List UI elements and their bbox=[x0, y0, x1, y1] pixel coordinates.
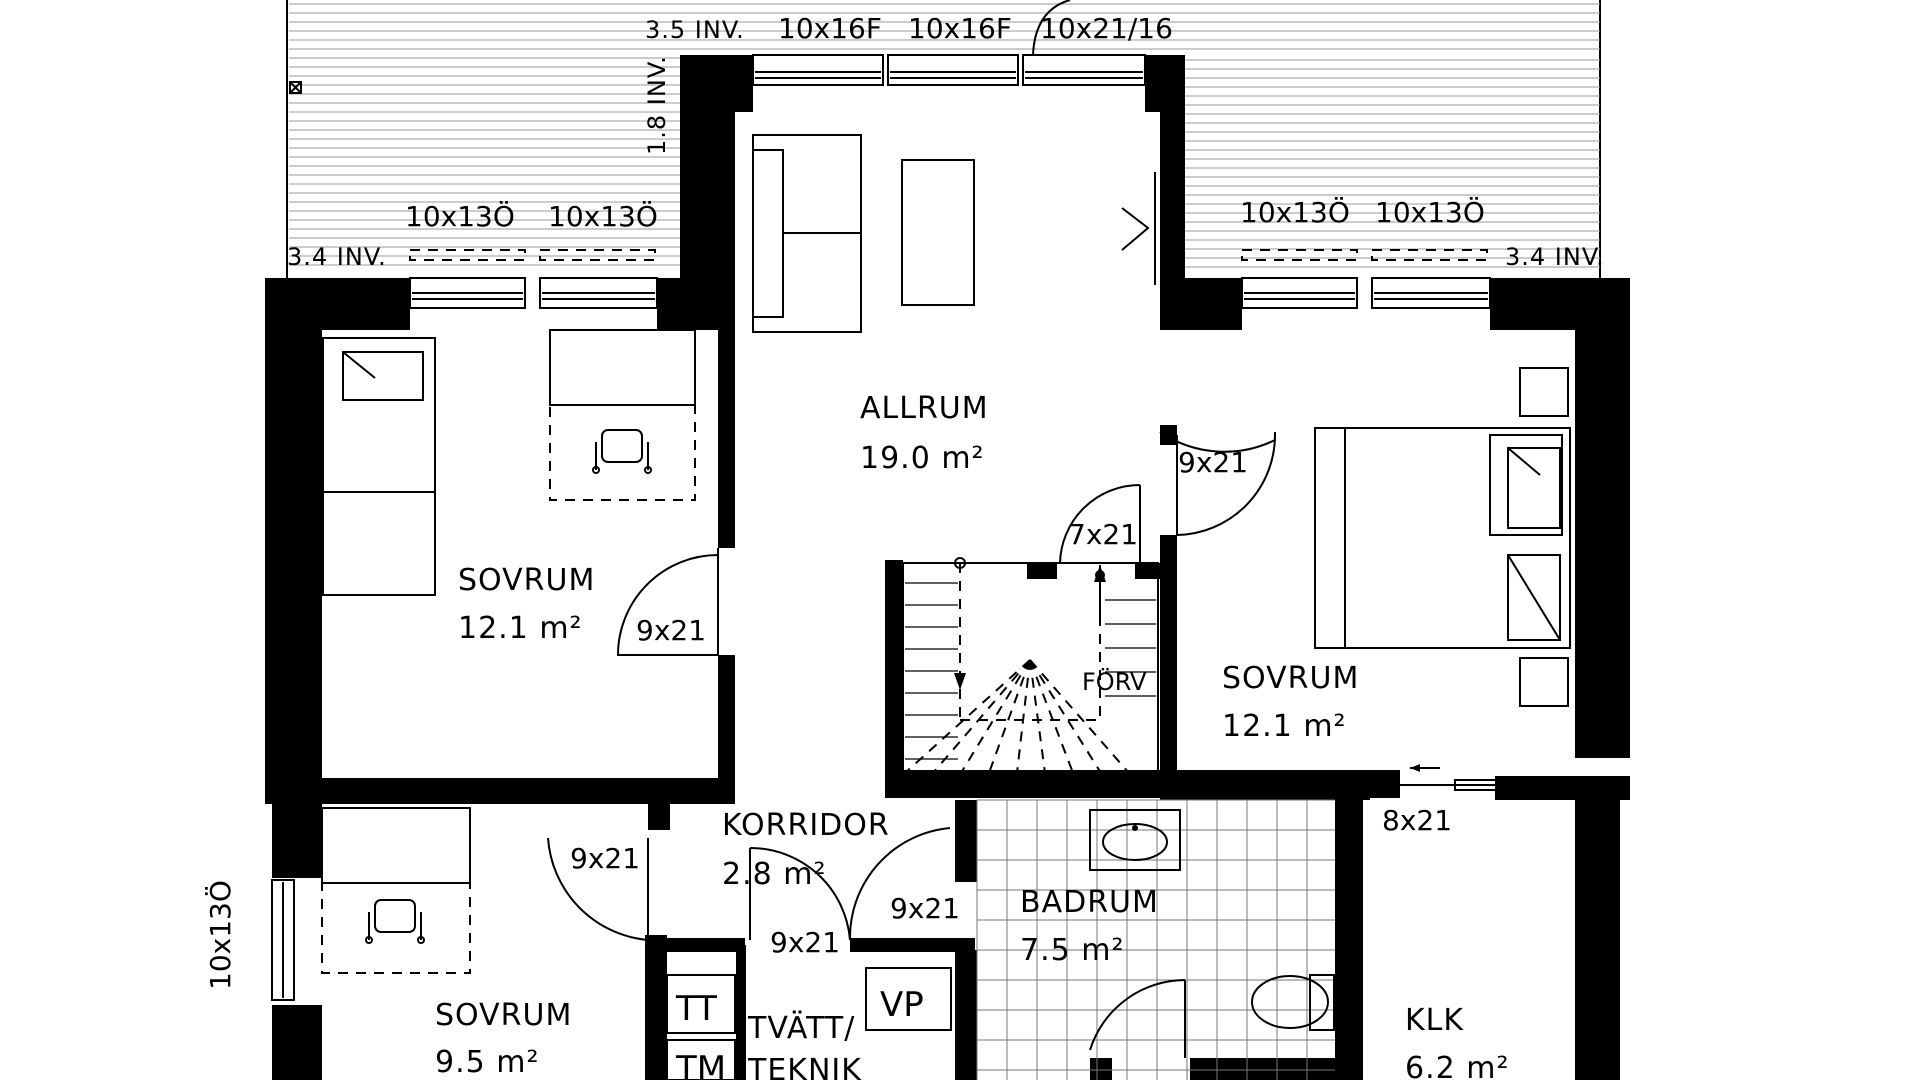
window-label-side: 10x13Ö bbox=[203, 880, 237, 990]
room-name-teknik: TEKNIK bbox=[747, 1053, 862, 1080]
nightstand-bottom bbox=[1519, 657, 1569, 707]
walls bbox=[265, 55, 1630, 1080]
room-area-sovrum-right: 12.1 m² bbox=[1222, 709, 1347, 744]
inv-top-label: 3.5 INV. bbox=[645, 16, 745, 44]
room-name-forv: FÖRV bbox=[1082, 667, 1147, 696]
room-name-sovrum-small: SOVRUM bbox=[435, 998, 572, 1033]
room-name-allrum: ALLRUM bbox=[860, 391, 989, 426]
door-label-right-bedroom: 9x21 bbox=[1178, 446, 1248, 479]
bed-double bbox=[1314, 427, 1571, 649]
room-name-klk: KLK bbox=[1405, 1003, 1464, 1038]
window-label-right-1: 10x13Ö bbox=[1240, 195, 1350, 229]
windows bbox=[271, 0, 1491, 1001]
furniture bbox=[321, 134, 1571, 974]
staircase bbox=[902, 557, 1159, 776]
doors bbox=[547, 172, 1520, 1058]
toilet-icon bbox=[1251, 974, 1335, 1031]
window-label-top-2: 10x16F bbox=[908, 12, 1012, 45]
inv-vertical-label: 1.8 INV. bbox=[643, 55, 671, 155]
window-label-left-1: 10x13Ö bbox=[405, 199, 515, 233]
window-label-top-3: 10x21/16 bbox=[1040, 12, 1173, 45]
balcony-top bbox=[286, 0, 1601, 278]
window-right-1 bbox=[1241, 277, 1358, 309]
coffee-table bbox=[901, 159, 975, 306]
door-label-bath: 9x21 bbox=[890, 892, 960, 925]
room-area-sovrum-small: 9.5 m² bbox=[435, 1045, 540, 1080]
tm-label: TM bbox=[675, 1049, 726, 1080]
room-area-allrum: 19.0 m² bbox=[860, 441, 985, 476]
door-label-small-bedroom: 9x21 bbox=[570, 842, 640, 875]
sink-icon bbox=[1089, 809, 1181, 871]
room-name-sovrum-left: SOVRUM bbox=[458, 563, 595, 598]
door-label-klk: 8x21 bbox=[1382, 804, 1452, 837]
window-left-1 bbox=[409, 277, 526, 309]
door-label-stair: 7x21 bbox=[1068, 518, 1138, 551]
window-label-top-1: 10x16F bbox=[778, 12, 882, 45]
tt-label: TT bbox=[675, 989, 717, 1029]
window-right-2 bbox=[1371, 277, 1491, 309]
sofa bbox=[752, 134, 862, 333]
window-top-2 bbox=[887, 54, 1019, 86]
nightstand-top bbox=[1519, 367, 1569, 417]
window-side bbox=[271, 879, 295, 1001]
door-label-laundry: 9x21 bbox=[770, 926, 840, 959]
desk-small bbox=[321, 807, 471, 974]
chair-icon bbox=[365, 899, 425, 944]
window-top-3 bbox=[1022, 54, 1146, 86]
inv-right-label: 3.4 INV. bbox=[1505, 243, 1605, 271]
door-label-left-bedroom: 9x21 bbox=[636, 614, 706, 647]
room-name-tvatt: TVÄTT/ bbox=[747, 1010, 855, 1046]
inv-left-label: 3.4 INV. bbox=[287, 243, 387, 271]
vp-label: VP bbox=[880, 985, 924, 1025]
room-name-badrum: BADRUM bbox=[1020, 885, 1159, 920]
room-name-sovrum-right: SOVRUM bbox=[1222, 661, 1359, 696]
bed-single bbox=[322, 337, 436, 596]
window-label-right-2: 10x13Ö bbox=[1375, 195, 1485, 229]
window-left-2 bbox=[539, 277, 658, 309]
window-top-1 bbox=[752, 54, 884, 86]
chair-icon bbox=[592, 429, 652, 474]
room-name-korridor: KORRIDOR bbox=[722, 808, 890, 843]
room-area-sovrum-left: 12.1 m² bbox=[458, 611, 583, 646]
room-area-klk: 6.2 m² bbox=[1405, 1051, 1510, 1080]
desk bbox=[549, 329, 696, 501]
room-area-badrum: 7.5 m² bbox=[1020, 933, 1125, 968]
laundry-fixtures: TT TM VP bbox=[666, 967, 952, 1080]
room-area-korridor: 2.8 m² bbox=[722, 857, 827, 892]
window-label-left-2: 10x13Ö bbox=[548, 199, 658, 233]
